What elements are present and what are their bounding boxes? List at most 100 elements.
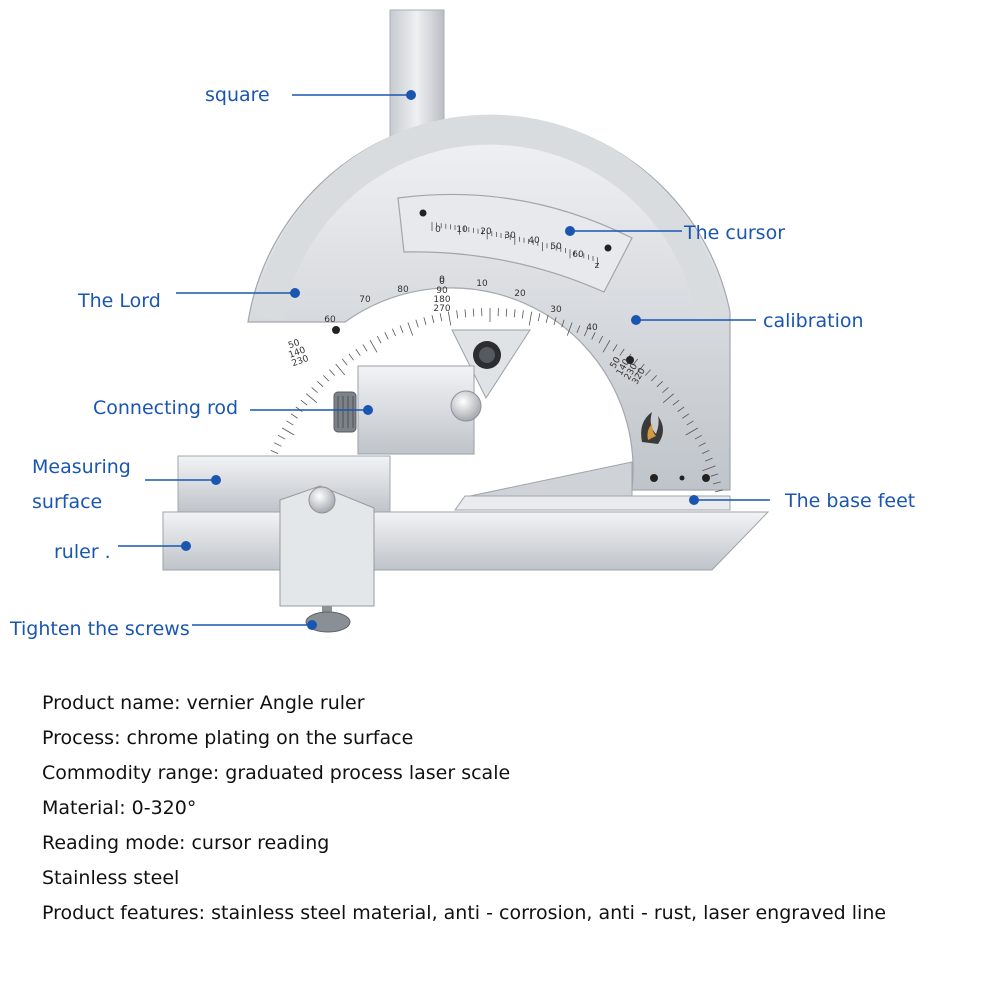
scale-tick — [392, 328, 397, 337]
clamp-top-knob — [308, 486, 336, 514]
scale-tick — [545, 315, 549, 323]
scale-tick — [553, 317, 557, 326]
scale-tick — [561, 319, 565, 328]
scale-tick — [439, 313, 443, 322]
scale-tick — [431, 315, 435, 323]
scale-label: 90 — [436, 286, 448, 296]
scale-tick — [682, 413, 690, 419]
scale-tick — [423, 317, 427, 326]
thumbscrew-knurl — [337, 396, 354, 428]
scale-tick — [702, 465, 716, 472]
scale-tick — [384, 332, 389, 340]
scale-tick — [634, 363, 645, 376]
scale-tick — [355, 348, 361, 356]
scale-tick — [602, 339, 611, 353]
tighten-screw-stem — [322, 606, 332, 616]
scale-rivet — [332, 326, 340, 334]
callout-tighten-screws: Tighten the screws — [10, 618, 190, 640]
scale-band — [253, 114, 727, 321]
scale-tick — [362, 344, 368, 352]
base-feet — [454, 495, 731, 511]
scale-tick — [566, 322, 573, 336]
scale-tick — [685, 427, 699, 436]
scale-tick — [505, 308, 508, 317]
scale-label: 60 — [572, 250, 584, 260]
scale-tick — [672, 399, 680, 406]
callout-measuring-surface: Measuring surface — [32, 456, 131, 513]
scale-tick — [281, 427, 295, 436]
callout-leaders — [118, 90, 770, 630]
spec-line: Product name: vernier Angle ruler — [42, 692, 365, 714]
scale-tick — [701, 450, 710, 455]
scale-tick — [305, 393, 318, 404]
scale-tick — [399, 325, 404, 334]
scale-tick — [591, 332, 596, 340]
scale-tick — [698, 442, 706, 447]
scale-label: 30 — [550, 305, 562, 315]
ruler-clamp — [279, 485, 375, 607]
connecting-rod-thumbscrew — [333, 391, 357, 433]
scale-label: 70 — [359, 295, 371, 305]
scale-tick — [650, 375, 658, 382]
callout-ruler: ruler . — [54, 541, 111, 563]
scale-tick — [662, 393, 675, 404]
cursor-rivet-left — [419, 209, 427, 217]
scale-tick — [513, 309, 516, 318]
scale-tick — [528, 311, 533, 326]
connecting-rod-leader-dot — [363, 405, 373, 415]
scale-tick — [686, 420, 694, 426]
callout-square: square — [205, 84, 270, 106]
scale-tick — [274, 442, 282, 447]
scale-label: 10 — [476, 279, 488, 289]
scale-tick — [300, 399, 308, 406]
scale-label: 0 — [439, 277, 445, 287]
tighten-screws-leader-dot — [307, 620, 317, 630]
square-leader-dot — [406, 90, 416, 100]
scale-label: 20 — [480, 227, 492, 237]
base-feet-leader-dot — [689, 495, 699, 505]
callout-connecting-rod: Connecting rod — [93, 397, 239, 419]
scale-tick — [335, 363, 346, 376]
tighten-screw-knob — [305, 611, 351, 633]
base-rivet — [650, 474, 658, 482]
scale-label: 270 — [433, 304, 450, 314]
scale-tick — [290, 413, 298, 419]
spec-line: Process: chrome plating on the surface — [42, 727, 414, 749]
scale-tick — [277, 434, 286, 440]
scale-tick — [598, 335, 604, 344]
scale-tick — [329, 369, 336, 376]
ruler-bar — [162, 511, 770, 571]
scale-tick — [710, 473, 719, 477]
callout-lord: The Lord — [78, 290, 161, 312]
scale-tick — [369, 339, 378, 353]
connecting-rod-knob — [450, 390, 482, 422]
scale-label: 0 — [435, 225, 441, 235]
spec-line: Product features: stainless steel materi… — [42, 902, 887, 924]
spec-line: Commodity range: graduated process laser… — [42, 762, 511, 784]
scale-tick — [521, 310, 524, 319]
spec-line: Material: 0-320° — [42, 797, 197, 819]
scale-label: 0 — [439, 275, 445, 285]
spec-line: Stainless steel — [42, 867, 180, 889]
scale-tick — [456, 310, 459, 319]
scale-tick — [537, 313, 541, 322]
scale-tick — [286, 420, 294, 426]
scale-label: z — [595, 261, 600, 271]
scale-tick — [317, 380, 324, 388]
scale-tick — [715, 489, 723, 493]
scale-tick — [694, 434, 703, 440]
scale-label: 20 — [514, 289, 526, 299]
scale-tick — [576, 325, 581, 334]
scale-tick — [632, 358, 639, 366]
callout-base-feet: The base feet — [785, 490, 916, 512]
center-screw-cap — [479, 347, 495, 363]
scale-tick — [415, 319, 419, 328]
cursor-graduations — [431, 222, 598, 267]
scale-tick — [464, 309, 467, 318]
callout-cursor: The cursor — [684, 222, 786, 244]
calibration-leader-dot — [631, 315, 641, 325]
scale-tick — [704, 457, 713, 462]
scale-tick — [619, 348, 625, 356]
